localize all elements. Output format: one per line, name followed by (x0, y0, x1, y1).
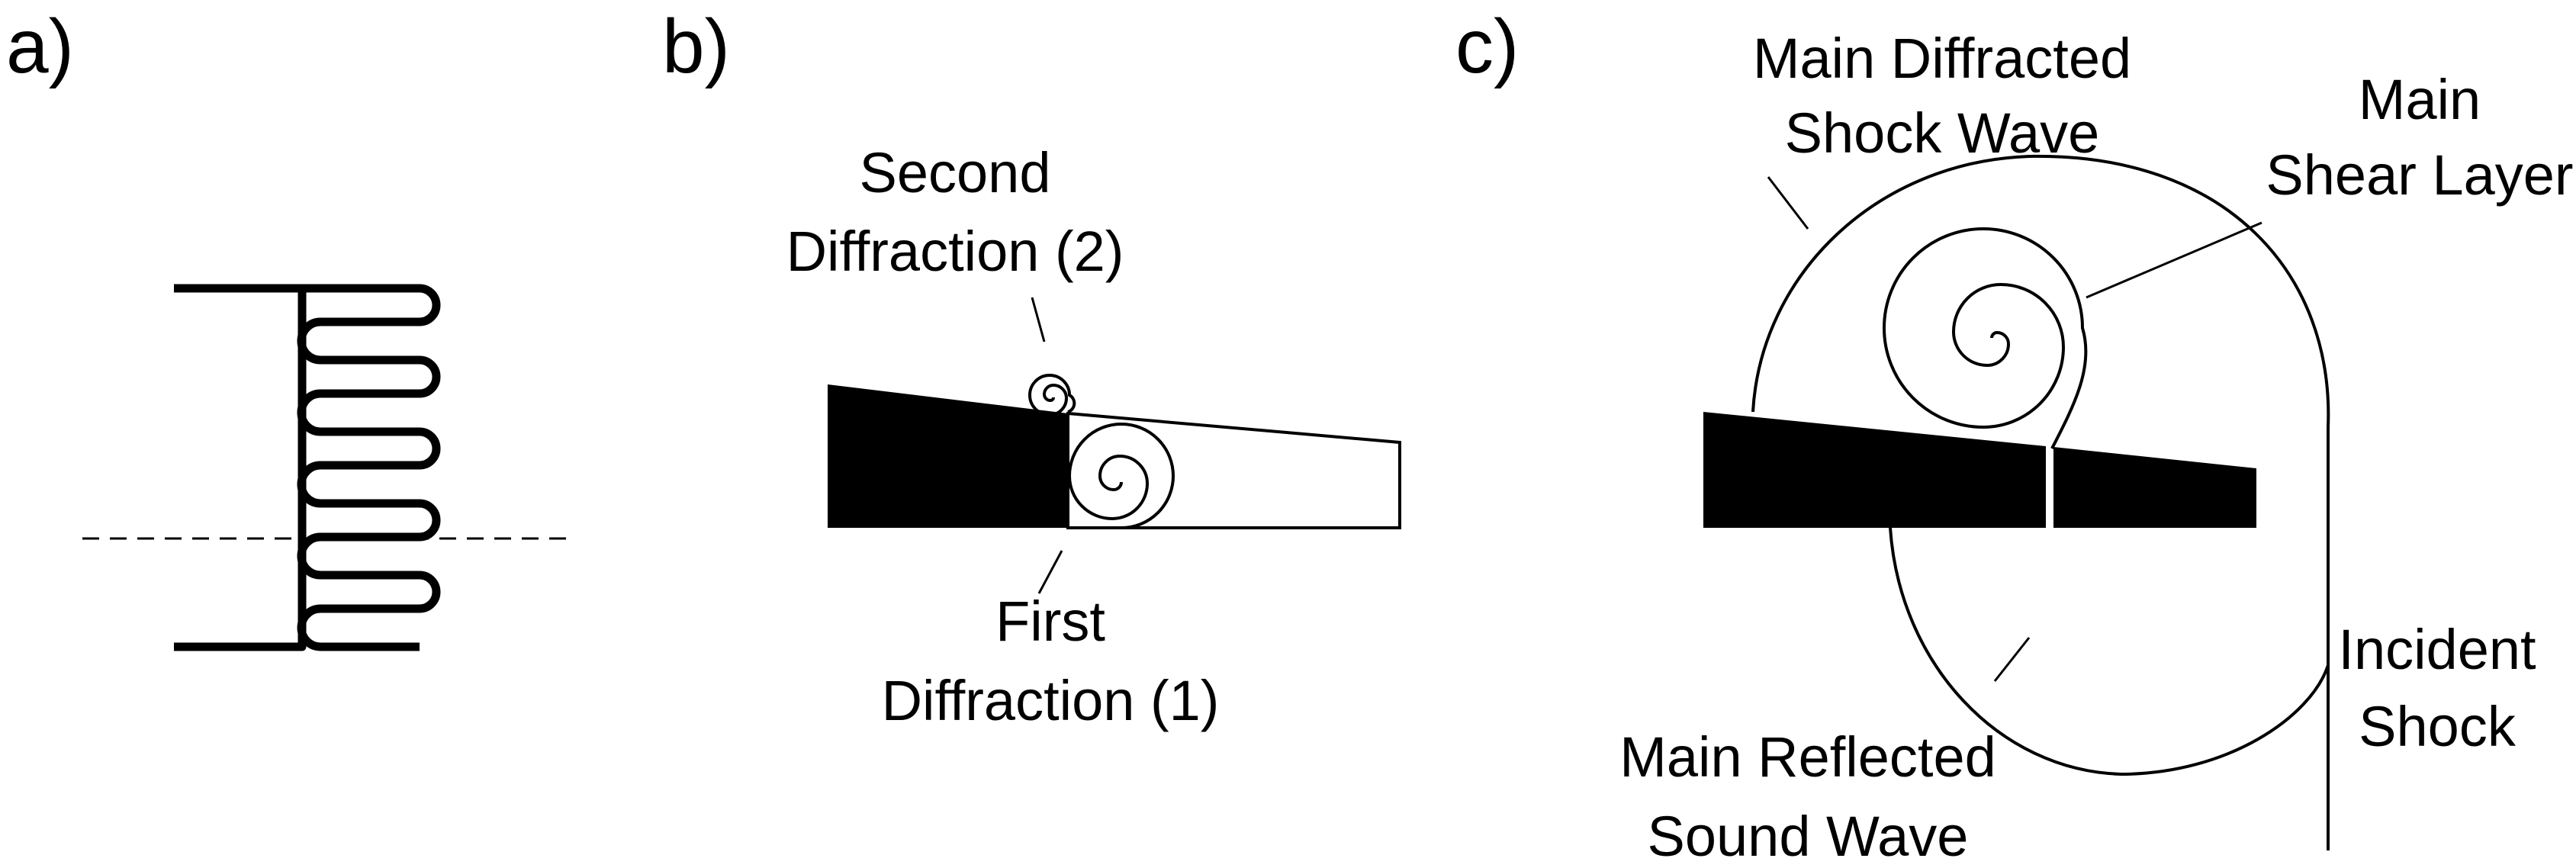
main-diffracted-shock-wave (1751, 154, 2330, 850)
second-diffraction-label-1: Second (860, 141, 1051, 204)
first-diffraction-label-2: Diffraction (1) (882, 669, 1220, 732)
main-reflected-leader (1993, 637, 2031, 682)
incident-shock-label-2: Shock (2359, 695, 2517, 758)
serpentine-path (174, 284, 441, 651)
open-duct (1066, 411, 1401, 529)
main-reflected-label-1: Main Reflected (1619, 725, 1996, 789)
panel-a: a) (6, 4, 571, 671)
first-diffraction-vortex (1067, 423, 1175, 529)
main-reflected-sound-wave (1889, 527, 2330, 776)
main-black-wedge-right (2053, 447, 2256, 528)
second-diffraction-label-2: Diffraction (2) (786, 220, 1124, 283)
panel-a-letter: a) (6, 4, 74, 89)
second-diffraction-leader (1031, 297, 1046, 342)
main-shear-label-1: Main (2359, 68, 2481, 131)
main-shear-label-2: Shear Layer (2266, 143, 2573, 207)
main-black-wedge-left (1703, 412, 2046, 528)
panel-c-letter: c) (1455, 4, 1519, 89)
main-diffracted-leader (1767, 176, 1809, 230)
main-diffracted-label-1: Main Diffracted (1753, 27, 2131, 90)
main-diffracted-label-2: Shock Wave (1785, 101, 2100, 165)
main-shear-leader (2086, 221, 2262, 299)
second-diffraction-vortex (1028, 374, 1076, 417)
first-diffraction-label-1: First (995, 590, 1105, 653)
panel-b-letter: b) (662, 4, 730, 89)
incident-shock-label-1: Incident (2338, 618, 2536, 681)
panel-c: c) Main Diffracted Shock Wave Main Shear… (1455, 4, 2574, 868)
main-shear-layer-vortex (1883, 227, 2088, 449)
main-reflected-label-2: Sound Wave (1648, 805, 1969, 868)
first-diffraction-leader (1037, 550, 1063, 594)
panel-b: b) Second Diffraction (2) First Diffract… (662, 4, 1401, 732)
black-wedge (828, 384, 1068, 528)
